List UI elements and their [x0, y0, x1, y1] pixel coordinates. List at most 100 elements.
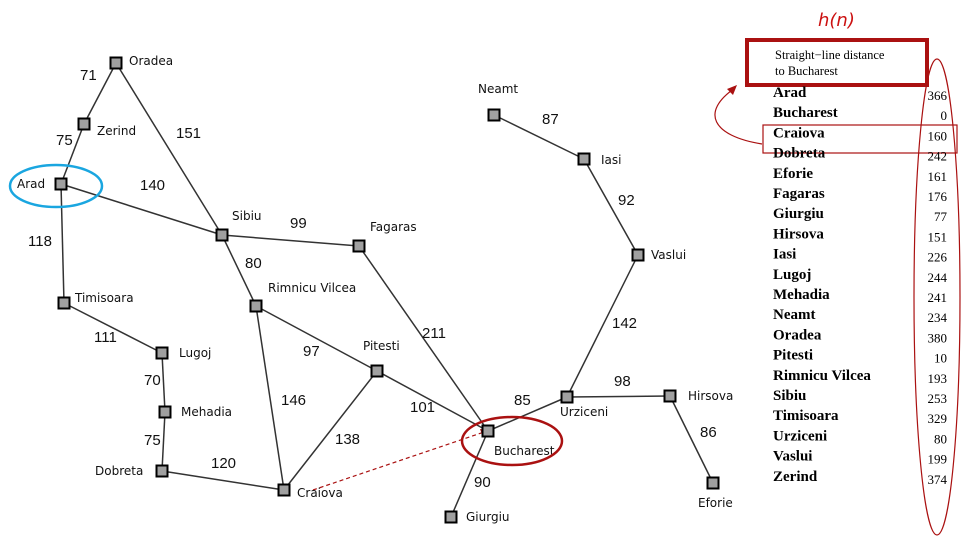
curved-arrow-icon [714, 87, 763, 145]
city-label-oradea: Oradea [129, 54, 173, 68]
city-label-mehadia: Mehadia [181, 405, 232, 419]
road-distance-oradea-zerind: 71 [80, 67, 97, 84]
table-city-name: Craiova [773, 125, 825, 141]
city-nodes-layer [54, 56, 720, 524]
road-distance-pitesti-bucharest: 101 [410, 399, 435, 416]
road-hirsova-eforie [669, 395, 714, 484]
table-distance-value: 234 [928, 310, 948, 325]
city-node-fagaras-icon [352, 239, 366, 253]
road-distance-lugoj-mehadia: 70 [144, 372, 161, 389]
table-distance-value: 176 [928, 189, 948, 204]
city-node-hirsova-icon [663, 389, 677, 403]
city-label-urziceni: Urziceni [560, 405, 608, 419]
bucharest-highlight-ellipse [460, 415, 564, 467]
city-label-fagaras: Fagaras [370, 220, 417, 234]
table-distance-value: 244 [928, 270, 948, 285]
table-city-name: Fagaras [773, 186, 825, 202]
table-city-name: Sibiu [773, 388, 806, 404]
table-distance-value: 161 [928, 169, 948, 184]
table-city-name: Arad [773, 85, 807, 101]
city-label-bucharest: Bucharest [494, 444, 555, 458]
road-distance-hirsova-eforie: 86 [700, 424, 717, 441]
road-lugoj-mehadia [161, 352, 166, 413]
table-city-name: Oradea [773, 327, 822, 343]
road-arad-sibiu [60, 183, 223, 236]
city-label-rimnicu: Rimnicu Vilcea [268, 281, 356, 295]
road-rimnicu-craiova [255, 305, 285, 491]
table-distance-value: 151 [928, 229, 948, 244]
table-city-name: Pitesti [773, 348, 813, 364]
road-sibiu-rimnicu [221, 234, 257, 307]
table-distance-value: 193 [928, 371, 948, 386]
road-dobreta-craiova [161, 470, 285, 491]
city-label-iasi: Iasi [601, 153, 621, 167]
city-node-eforie-icon [706, 476, 720, 490]
table-city-name: Iasi [773, 247, 796, 263]
road-fagaras-bucharest [358, 245, 489, 432]
road-distance-dobreta-craiova: 120 [211, 455, 236, 472]
table-city-name: Bucharest [773, 105, 838, 121]
road-distance-sibiu-rimnicu: 80 [245, 255, 262, 272]
city-labels-layer: OradeaZerindAradTimisoaraLugojMehadiaDob… [17, 54, 733, 524]
table-city-name: Eforie [773, 166, 813, 182]
table-header-line1: Straight−line distance [775, 48, 885, 62]
city-node-arad-icon [54, 177, 68, 191]
table-header-box [745, 38, 929, 87]
roads-layer [60, 62, 714, 518]
city-label-lugoj: Lugoj [179, 346, 211, 360]
craiova-bucharest-dashed-line [312, 429, 491, 491]
city-node-pitesti-icon [370, 364, 384, 378]
city-label-hirsova: Hirsova [688, 389, 733, 403]
table-distance-value: 329 [928, 411, 948, 426]
table-distance-value: 160 [928, 128, 948, 143]
road-distance-rimnicu-craiova: 146 [281, 392, 306, 409]
city-label-giurgiu: Giurgiu [466, 510, 510, 524]
city-node-vaslui-icon [631, 248, 645, 262]
road-distance-rimnicu-pitesti: 97 [303, 343, 320, 360]
city-label-pitesti: Pitesti [363, 339, 400, 353]
road-iasi-neamt [493, 114, 585, 160]
road-distance-urziceni-vaslui: 142 [612, 315, 637, 332]
road-vaslui-iasi [583, 158, 639, 256]
city-label-craiova: Craiova [297, 486, 343, 500]
road-oradea-zerind [83, 62, 117, 125]
city-node-mehadia-icon [158, 405, 172, 419]
road-pitesti-bucharest [376, 370, 489, 432]
road-distance-oradea-sibiu: 151 [176, 125, 201, 142]
road-mehadia-dobreta [161, 411, 166, 472]
city-label-timisoara: Timisoara [74, 291, 134, 305]
table-distance-value: 242 [928, 149, 948, 164]
city-label-vaslui: Vaslui [651, 248, 686, 262]
city-node-iasi-icon [577, 152, 591, 166]
table-city-name: Mehadia [773, 287, 830, 303]
road-arad-timisoara [60, 183, 65, 304]
city-label-eforie: Eforie [698, 496, 733, 510]
road-distance-arad-sibiu: 140 [140, 177, 165, 194]
table-city-name: Dobreta [773, 146, 826, 162]
table-city-name: Vaslui [773, 449, 812, 465]
table-distance-value: 77 [934, 209, 948, 224]
road-bucharest-giurgiu [450, 430, 489, 518]
arad-highlight-ellipse [8, 163, 104, 209]
table-city-name: Lugoj [773, 267, 811, 283]
road-urziceni-vaslui [566, 254, 639, 398]
road-distance-bucharest-giurgiu: 90 [474, 474, 491, 491]
road-timisoara-lugoj [63, 302, 163, 354]
road-distance-iasi-neamt: 87 [542, 111, 559, 128]
table-city-name: Rimnicu Vilcea [773, 368, 871, 384]
road-oradea-sibiu [115, 62, 223, 236]
road-distance-bucharest-urziceni: 85 [514, 392, 531, 409]
table-distance-value: 374 [928, 472, 948, 487]
values-column-ellipse [913, 58, 961, 536]
table-distance-value: 366 [928, 88, 948, 103]
table-distance-value: 0 [941, 108, 948, 123]
road-distance-fagaras-bucharest: 211 [422, 325, 446, 342]
city-label-zerind: Zerind [97, 124, 136, 138]
road-distance-craiova-pitesti: 138 [335, 431, 360, 448]
city-node-rimnicu-icon [249, 299, 263, 313]
city-node-neamt-icon [487, 108, 501, 122]
road-distance-sibiu-fagaras: 99 [290, 215, 307, 232]
